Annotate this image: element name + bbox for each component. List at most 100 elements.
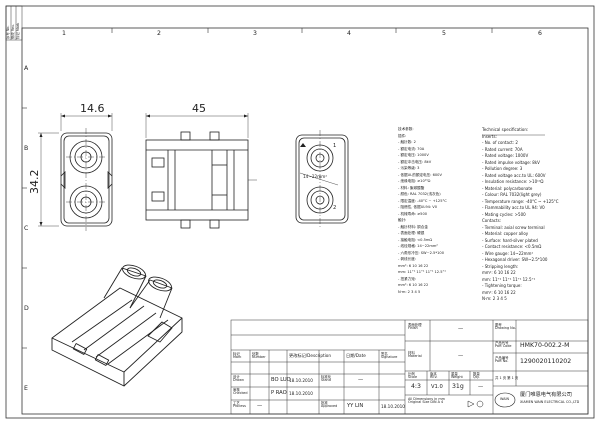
row-approved-label: 批准 Approved <box>321 401 338 409</box>
weight-value: 31g <box>452 383 464 390</box>
spec-en-line: - Wire gauge: 14~22mm² <box>482 250 534 256</box>
spec-en-line: - Terminal: axial screw terminal <box>482 224 545 230</box>
spec-cn-line: - 扭紧力矩: <box>398 276 417 281</box>
spec-cn-line: - 依据UL的额定电压: 600V <box>398 172 442 177</box>
scale-value: 4:3 <box>411 383 421 390</box>
row-drawn-label: 设计 Drawn <box>233 375 245 383</box>
spec-cn-line: mm²: 6 10 16 22 <box>398 263 429 268</box>
row-drawn-role: 标准化 Stand <box>321 375 332 383</box>
spec-cn-line: mm: 11⁺¹ 11⁺¹ 11⁺¹ 12.5⁺¹ <box>398 270 446 274</box>
part-no-label: 产品编号 Part No. <box>495 356 509 364</box>
part-no-value: 1290020110202 <box>520 358 572 365</box>
part-code-value: HMK70-002.2-M <box>520 342 570 349</box>
spec-en-line: - Material: polycarbonate <box>482 185 533 191</box>
spec-en-line: - Rated voltage: 1000V <box>482 153 529 158</box>
spec-en-line: - Rated voltage acc.to UL: 600V <box>482 172 546 178</box>
spec-en-line: N·m: 2 3 4 5 <box>482 296 507 301</box>
row-drawn-name: BO LUO <box>271 377 291 383</box>
pin-2-label: 2 <box>333 205 337 211</box>
header-date: 日期/Date <box>346 353 366 358</box>
company-logo-text: WAIN <box>500 397 510 401</box>
zone-row-d: D <box>24 305 29 312</box>
spec-cn-line: - 机械寿命: ≥500 <box>398 211 428 216</box>
row-process-name: — <box>257 403 263 409</box>
drawing-no-label: 图号 Drawing No. <box>495 323 516 331</box>
row-checked-name: P RAO <box>271 390 287 396</box>
spec-cn-line: mm²: 6 10 16 22 <box>398 283 429 287</box>
row-checked-label: 审核 Checked <box>233 388 248 396</box>
spec-en-line: - Rated current: 70A <box>482 146 523 152</box>
spec-cn-line: N·m: 2 3 4 5 <box>398 289 421 294</box>
row-drawn-date: 18.10.2010 <box>289 378 313 383</box>
spec-en-line: - Temperature range: -40°C ~ +125°C <box>482 198 559 204</box>
zone-column-6: 6 <box>538 30 542 37</box>
revision-no-label: 序号 No. <box>6 25 10 40</box>
spec-en-line: mm: 11⁺¹ 11⁺¹ 11⁺¹ 12.5⁺¹ <box>482 276 536 282</box>
zone-row-e: E <box>24 385 28 392</box>
spec-en-line: - Mating cycles: >500 <box>482 211 526 217</box>
spec-cn-line: 插件: <box>398 133 407 138</box>
zone-row-c: C <box>24 225 29 232</box>
page-count: 共 1 页 第 1 页 <box>495 376 519 380</box>
spec-en-line: - Colour: RAL 7032(light grey) <box>482 192 542 197</box>
spec-cn-line: - 颜色: RAL 7032(浅灰色) <box>398 192 441 196</box>
row-drawn-role-name: — <box>358 377 364 383</box>
finish-label: 表面处理 Finish <box>408 323 422 331</box>
zone-column-1: 1 <box>62 30 66 37</box>
spec-en-line: - Tightening torque: <box>482 283 522 288</box>
zone-row-b: B <box>24 145 29 152</box>
header-signature: 签名 Signature <box>381 352 398 360</box>
dimension-length: 45 <box>192 102 206 115</box>
spec-cn-line: - 剥线长度: <box>398 257 417 261</box>
row-approved-date: 18.10.2010 <box>381 404 405 409</box>
spec-cn-line: - 污染等级: 3 <box>398 166 420 170</box>
spec-cn-line: - 触针数: 2 <box>398 140 416 144</box>
spec-cn-line: - 阻燃性, 依据UL94: V0 <box>398 205 437 209</box>
dimension-height: 34.2 <box>28 169 41 195</box>
spec-en-line: mm²: 6 10 16 22 <box>482 270 516 275</box>
zone-column-4: 4 <box>347 30 351 37</box>
qty-value: — <box>478 384 484 390</box>
spec-cn-line: - 绝缘电阻: ≥10¹⁰Ω <box>398 179 431 183</box>
finish-value: — <box>458 326 464 332</box>
qty-label: 数量 Qty. <box>473 372 480 380</box>
spec-en-line: - Hexagonal driver: SW~2.5*100 <box>482 257 548 262</box>
spec-en-line: - Surface: hard-silver plated <box>482 237 538 243</box>
spec-en-line: Contacts: <box>482 218 501 223</box>
material-label: 材料 Material <box>408 351 422 359</box>
spec-cn-line: - 接触电阻: <0.5mΩ <box>398 237 433 242</box>
spec-cn-line: - 额定电压: 1000V <box>398 153 429 157</box>
zone-column-3: 3 <box>253 30 257 37</box>
spec-en-line: - Stripping length: <box>482 263 519 269</box>
spec-en-line: - Pollution degree: 3 <box>482 166 523 171</box>
scale-label: 比例 Scale <box>408 372 418 380</box>
wire-range-label: 14~22mm² <box>303 174 328 179</box>
spec-cn-line: 技术参数: <box>398 127 414 131</box>
spec-en-line: - Contact resistance: <0.5mΩ <box>482 244 542 249</box>
spec-en-line: - Material: copper alloy <box>482 231 529 236</box>
spec-en-line: - Rated impulse voltage: 8kV <box>482 159 540 165</box>
spec-cn-line: - 线径规格: 14~22mm² <box>398 244 438 248</box>
spec-en-line: Inserts: <box>482 133 497 139</box>
row-approved-name: YY LIN <box>347 403 364 409</box>
spec-en-line: mm²: 6 10 16 22 <box>482 289 516 295</box>
weight-label: 重量 Weight <box>451 372 463 380</box>
rev-label: 版本 REV. <box>430 372 438 380</box>
header-mark: 标记 Mark <box>233 352 242 360</box>
spec-cn-line: - 六角形冷压: SW~2.5*100 <box>398 250 444 255</box>
zone-row-a: A <box>24 65 29 72</box>
dimension-width: 14.6 <box>80 102 105 115</box>
spec-cn-line: 触针: <box>398 218 407 222</box>
spec-cn-line: - 材料: 聚碳酸酯 <box>398 185 425 190</box>
revision-rev-label: 修改 Rev. <box>11 24 15 39</box>
zone-column-5: 5 <box>442 30 446 37</box>
zone-column-2: 2 <box>157 30 161 37</box>
tolerance-note: All Dimensions in mm Original Size DIN A… <box>408 397 445 405</box>
spec-cn-line: - 触针材料: 铜合金 <box>398 224 428 229</box>
spec-en-line: - No. of contact: 2 <box>482 140 518 145</box>
spec-en-line: Technical specification: <box>482 127 529 132</box>
material-value: — <box>458 353 464 359</box>
spec-cn-line: - 额定电流: 70A <box>398 146 425 151</box>
part-code-label: 产品代号 Part Code <box>495 341 512 349</box>
